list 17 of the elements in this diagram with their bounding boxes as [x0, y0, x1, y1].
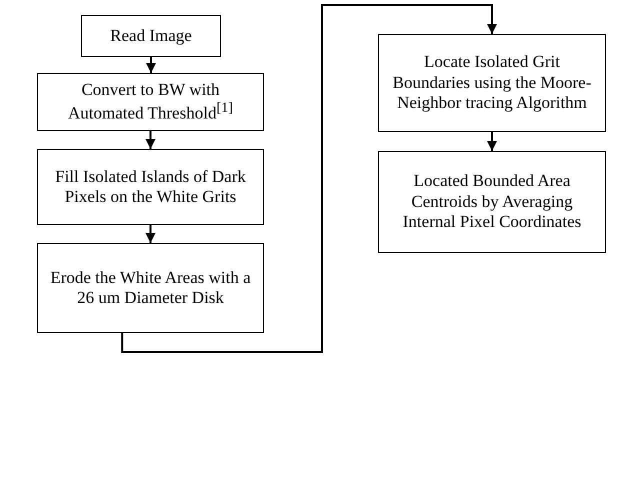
arrow: [487, 132, 497, 151]
process-box: [81, 15, 221, 57]
step-text: Fill Isolated Islands of Dark Pixels on the White Grits: [54, 166, 247, 208]
process-box: [37, 149, 264, 225]
arrow: [146, 131, 156, 149]
step-text: Located Bounded Area Centroids by Averaging Internal Pixel Coordinates: [402, 171, 582, 233]
arrow: [146, 225, 156, 243]
step-text: Read Image: [110, 26, 192, 46]
process-box: [378, 34, 606, 132]
step-text: Locate Isolated Grit Boundaries using the Moore-Neighbor tracing Algorithm: [392, 52, 592, 114]
process-box: [378, 151, 606, 253]
step-text: Erode the White Areas with a 26 um Diameter Disk: [49, 268, 252, 308]
arrow: [146, 57, 156, 73]
step-text: Convert to BW with Automated Threshold$^{[1]}$: [67, 80, 234, 124]
arrow: [121, 4, 497, 353]
process-box: [37, 73, 264, 131]
process-box: [37, 243, 264, 333]
